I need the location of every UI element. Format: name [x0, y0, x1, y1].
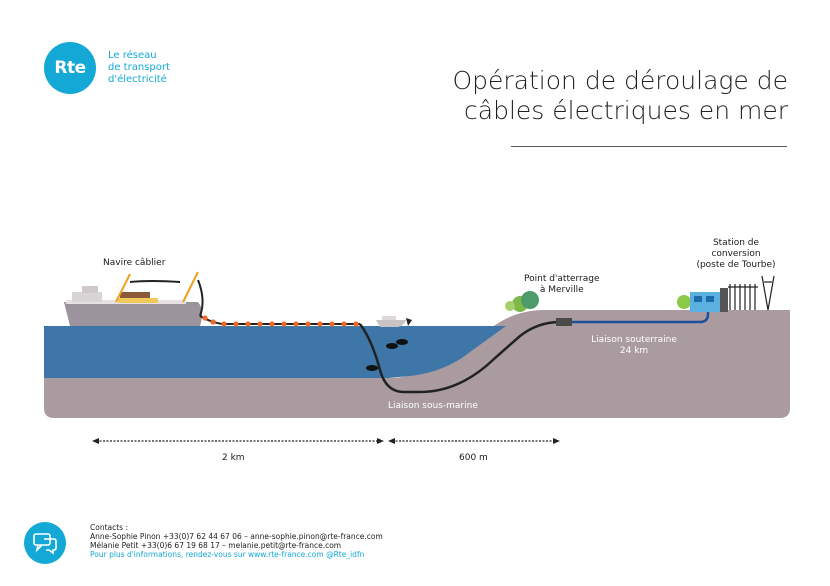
contact-chat-icon — [24, 522, 66, 564]
label-atterrage: Point d'atterrage à Merville — [524, 274, 600, 296]
divers — [366, 339, 408, 371]
cable-ship — [64, 271, 204, 326]
label-sous-marine: Liaison sous-marine — [388, 401, 478, 411]
landing-trees — [505, 291, 539, 312]
contacts-line-2: Mélanie Petit +33(0)6 67 19 68 17 – mela… — [90, 541, 342, 550]
distance-sea-label: 2 km — [222, 453, 245, 463]
subsea-cable — [358, 320, 561, 394]
label-atterrage-line-2: à Merville — [539, 285, 584, 295]
distance-scale — [92, 438, 560, 444]
title-divider — [511, 146, 787, 147]
label-station-line-2: conversion — [711, 249, 761, 259]
contacts-line-1: Anne-Sophie Pinon +33(0)7 62 44 67 06 – … — [90, 532, 383, 541]
logo-text: Rte — [54, 58, 86, 78]
contacts-block: Contacts : Anne-Sophie Pinon +33(0)7 62 … — [90, 523, 383, 559]
brand-tagline: Le réseau de transport d'électricité — [108, 50, 170, 86]
distance-land-label: 600 m — [459, 453, 488, 463]
title-line-2: câbles électriques en mer — [464, 96, 788, 125]
title-line-1: Opération de déroulage de — [452, 66, 788, 95]
label-navire: Navire câblier — [103, 258, 166, 268]
underground-cable — [572, 308, 710, 324]
brand-line-2: de transport — [108, 62, 170, 73]
label-souterraine: Liaison souterraine 24 km — [586, 335, 682, 357]
label-souterraine-line-1: Liaison souterraine — [591, 335, 677, 345]
conversion-station — [677, 275, 775, 312]
contacts-more-info-link[interactable]: Pour plus d'informations, rendez-vous su… — [90, 550, 365, 559]
label-atterrage-line-1: Point d'atterrage — [524, 274, 600, 284]
label-station: Station de conversion (poste de Tourbe) — [690, 238, 782, 271]
rte-logo: Rte — [44, 42, 96, 94]
sea-shape — [44, 326, 506, 378]
page-title: Opération de déroulage de câbles électri… — [452, 66, 788, 126]
cable-floats — [202, 315, 359, 327]
brand-line-1: Le réseau — [108, 50, 157, 61]
label-souterraine-line-2: 24 km — [619, 346, 649, 356]
junction-chamber — [556, 318, 572, 326]
label-station-line-3: (poste de Tourbe) — [696, 260, 776, 270]
contacts-heading: Contacts : — [90, 523, 128, 532]
label-station-line-1: Station de — [712, 238, 760, 248]
brand-line-3: d'électricité — [108, 74, 167, 85]
ground-shape — [44, 310, 790, 418]
support-boat — [376, 316, 412, 327]
